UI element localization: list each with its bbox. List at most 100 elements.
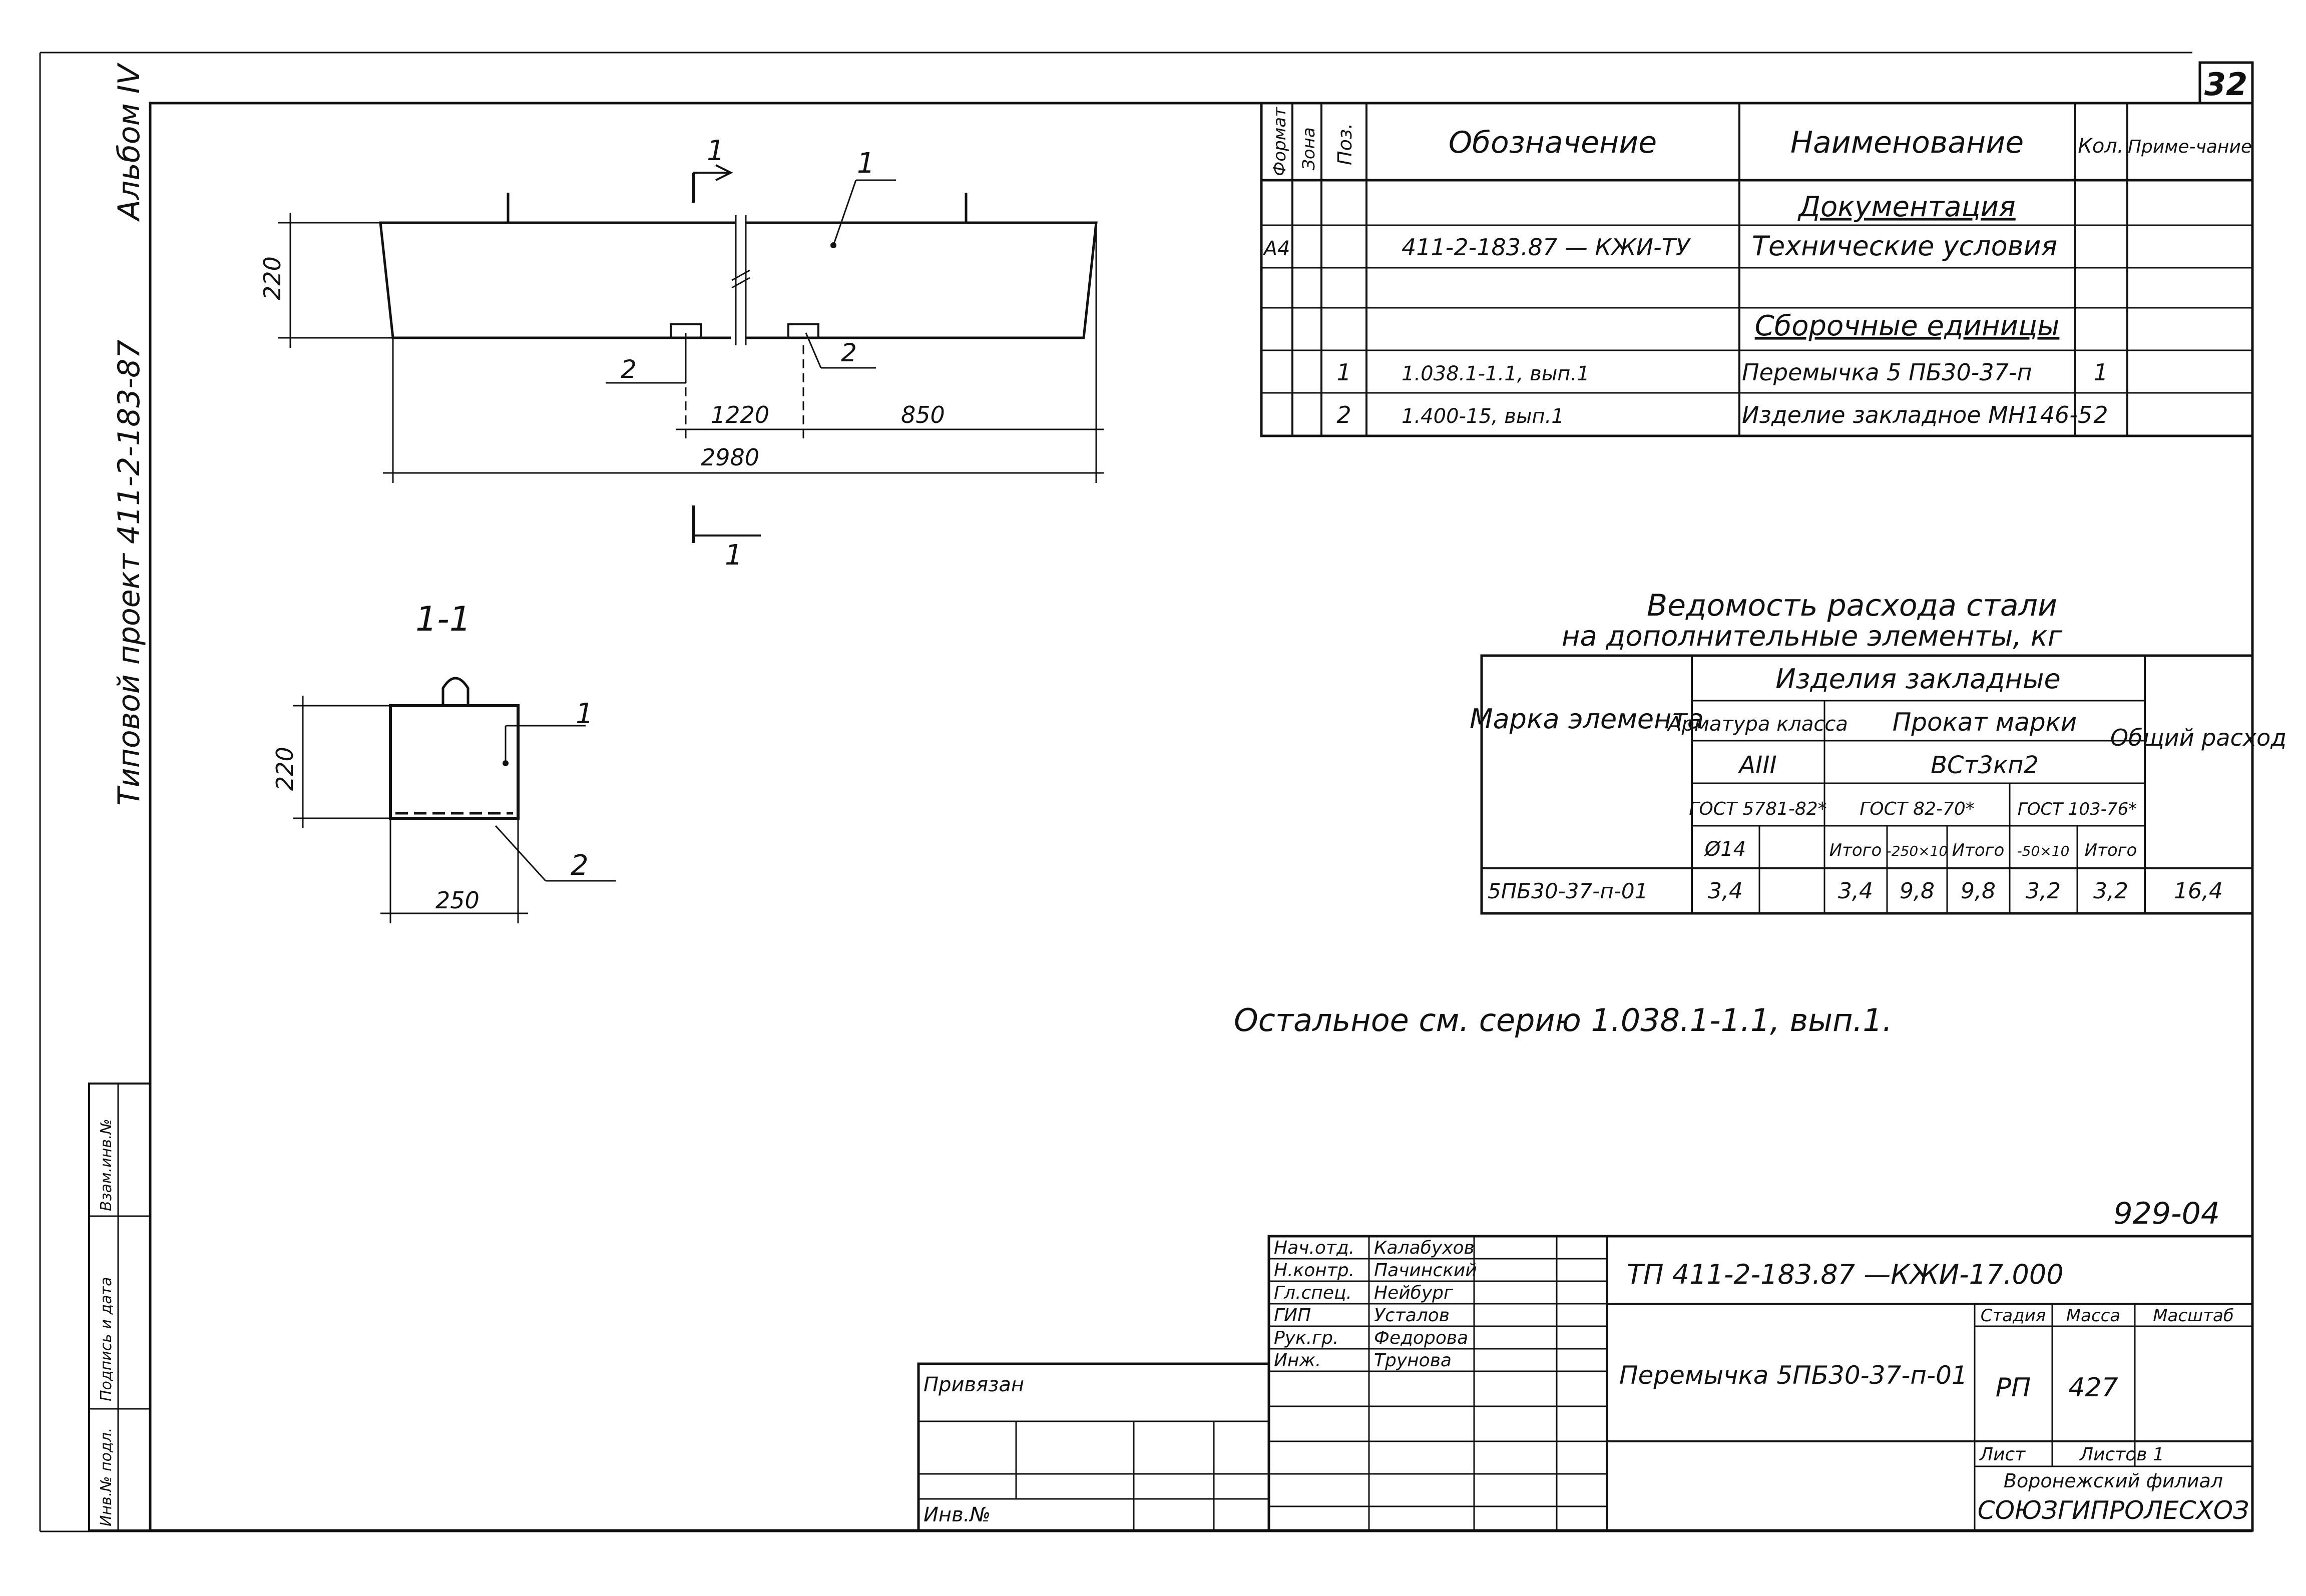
spec-section-docs: Документация — [1797, 191, 2015, 223]
title-block: Привязан Инв.№ Нач.отд. Калабухов Н.конт… — [917, 1235, 2254, 1532]
spec-row2-name: Перемычка 5 ПБ30-37-п — [1742, 359, 2032, 386]
steel-val-plate-50: 3,2 — [2026, 878, 2061, 904]
lintel-elevation: 1 1 1 2 2 220 1220 850 2980 — [259, 135, 1104, 572]
steel-title: Ведомость расхода стали — [1647, 588, 2057, 623]
steel-val-total-b2: 3,2 — [2093, 878, 2128, 904]
mass-label: Масса — [2066, 1306, 2120, 1326]
steel-val-d14: 3,4 — [1708, 878, 1743, 904]
spec-header-designation: Обозначение — [1449, 125, 1657, 160]
name-3: Усталов — [1374, 1305, 1450, 1326]
org-line-2: СОЮЗГИПРОЛЕСХОЗ — [1978, 1496, 2249, 1525]
steel-sub-reinforcement: Арматура класса — [1666, 713, 1848, 736]
steel-subtitle: на дополнительные элементы, кг — [1562, 620, 2063, 653]
callout-pos-1: 1 — [857, 147, 875, 180]
section-title: 1-1 — [415, 600, 471, 639]
dim-height: 220 — [259, 256, 286, 300]
sheet-title: Перемычка 5ПБ30-37-п-01 — [1619, 1361, 1968, 1390]
margin-project-label: Типовой проект 411-2-183-87 — [112, 340, 147, 806]
inv-label: Инв.№ — [924, 1503, 991, 1526]
steel-sub-rolled: Прокат марки — [1893, 708, 2077, 737]
name-2: Нейбург — [1374, 1283, 1454, 1303]
side-col-replace: Взам.инв.№ — [98, 1119, 115, 1211]
spec-row1-format: А4 — [1262, 237, 1290, 260]
spec-header-note: Приме-чание — [2128, 137, 2252, 157]
steel-gost-b1: ГОСТ 82-70* — [1860, 799, 1975, 819]
spec-row2-qty: 1 — [2093, 359, 2108, 386]
name-0: Калабухов — [1374, 1238, 1475, 1258]
section-dim-width: 250 — [435, 887, 480, 914]
spec-row3-name: Изделие закладное МН146-5 — [1742, 401, 2092, 428]
stage-label: Стадия — [1981, 1306, 2046, 1326]
callout-pos-2-right: 2 — [841, 338, 857, 367]
role-5: Инж. — [1274, 1350, 1321, 1371]
sheet-number: 32 — [2204, 66, 2247, 103]
role-0: Нач.отд. — [1274, 1238, 1354, 1258]
spec-row1-name: Технические условия — [1752, 230, 2057, 262]
steel-val-grand-total: 16,4 — [2174, 878, 2223, 904]
section-outline — [389, 704, 520, 820]
name-5: Трунова — [1374, 1350, 1452, 1371]
spec-header-zone: Зона — [1299, 127, 1319, 170]
steel-leaf-total-b1: Итого — [1952, 840, 2005, 860]
dim-total-length: 2980 — [701, 444, 759, 471]
sheets-label: Листов 1 — [2079, 1444, 2164, 1465]
name-4: Федорова — [1374, 1328, 1468, 1348]
doc-code: ТП 411-2-183.87 —КЖИ-17.000 — [1627, 1259, 2064, 1290]
steel-gost-a: ГОСТ 5781-82* — [1689, 799, 1826, 819]
spec-row3-designation: 1.400-15, вып.1 — [1402, 405, 1564, 428]
steel-class-b: ВСт3кп2 — [1931, 751, 2039, 779]
role-3: ГИП — [1274, 1305, 1311, 1326]
steel-val-total-b1: 9,8 — [1961, 878, 1996, 904]
steel-col-total: Общий расход — [2110, 724, 2286, 751]
role-1: Н.контр. — [1274, 1260, 1354, 1281]
section-mark-bottom: 1 — [725, 539, 743, 572]
steel-class-a: АIII — [1737, 751, 1776, 779]
stage-value: РП — [1996, 1373, 2031, 1403]
spec-header-format: Формат — [1270, 107, 1290, 176]
steel-leaf-total-b2: Итого — [2085, 840, 2137, 860]
steel-leaf-plate-50: -50×10 — [2017, 843, 2070, 859]
side-col-inv: Инв.№ подл. — [98, 1428, 115, 1526]
mass-value: 427 — [2068, 1373, 2118, 1403]
name-1: Пачинский — [1374, 1260, 1477, 1281]
note-text: Остальное см. серию 1.038.1-1.1, вып.1. — [1234, 1002, 1892, 1038]
org-line-1: Воронежский филиал — [2004, 1470, 2223, 1492]
specification-table: Формат Зона Поз. Обозначение Наименовани… — [1260, 102, 2254, 437]
scale-label: Масштаб — [2153, 1306, 2234, 1326]
section-lifting-loop — [441, 677, 470, 706]
spec-row3-qty: 2 — [2093, 401, 2108, 428]
dim-end-offset: 850 — [901, 401, 945, 428]
section-mark-top: 1 — [707, 135, 725, 167]
steel-leaf-plate-250: -250×10 — [1887, 843, 1948, 859]
spec-row1-designation: 411-2-183.87 — КЖИ-ТУ — [1402, 234, 1691, 261]
side-col-sign: Подпись и дата — [98, 1277, 115, 1402]
spec-header-pos: Поз. — [1334, 123, 1356, 165]
callout-pos-2-left: 2 — [621, 355, 637, 384]
steel-row-mark: 5ПБ30-37-п-01 — [1488, 879, 1648, 903]
section-callout-1: 1 — [576, 698, 594, 730]
role-2: Гл.спец. — [1274, 1283, 1352, 1303]
steel-leaf-total-a: Итого — [1829, 840, 1882, 860]
spec-header-name: Наименование — [1790, 125, 2024, 160]
section-callout-2: 2 — [571, 849, 589, 882]
steel-leaf-diameter: Ø14 — [1704, 838, 1746, 861]
spec-header-qty: Кол. — [2078, 135, 2123, 158]
spec-row2-designation: 1.038.1-1.1, вып.1 — [1402, 362, 1590, 385]
role-4: Рук.гр. — [1274, 1328, 1338, 1348]
sheet-label: Лист — [1979, 1444, 2026, 1465]
embed-plate-right — [787, 323, 819, 339]
spec-row2-pos: 1 — [1336, 359, 1351, 386]
bound-label: Привязан — [924, 1373, 1024, 1396]
spec-row3-pos: 2 — [1336, 401, 1351, 428]
side-stamp — [88, 1083, 151, 1531]
spec-section-assemblies: Сборочные единицы — [1755, 310, 2060, 342]
section-1-1: 1-1 1 2 220 250 — [271, 600, 616, 923]
steel-col-mark: Марка элемента — [1470, 703, 1704, 735]
section-dim-height: 220 — [271, 747, 298, 791]
steel-val-plate-250: 9,8 — [1900, 878, 1935, 904]
steel-table: Ведомость расхода стали на дополнительны… — [1470, 588, 2286, 915]
steel-gost-b2: ГОСТ 103-76* — [2018, 799, 2137, 819]
margin-album-label: Альбом IV — [112, 63, 147, 222]
dim-embed-spacing: 1220 — [711, 401, 769, 428]
